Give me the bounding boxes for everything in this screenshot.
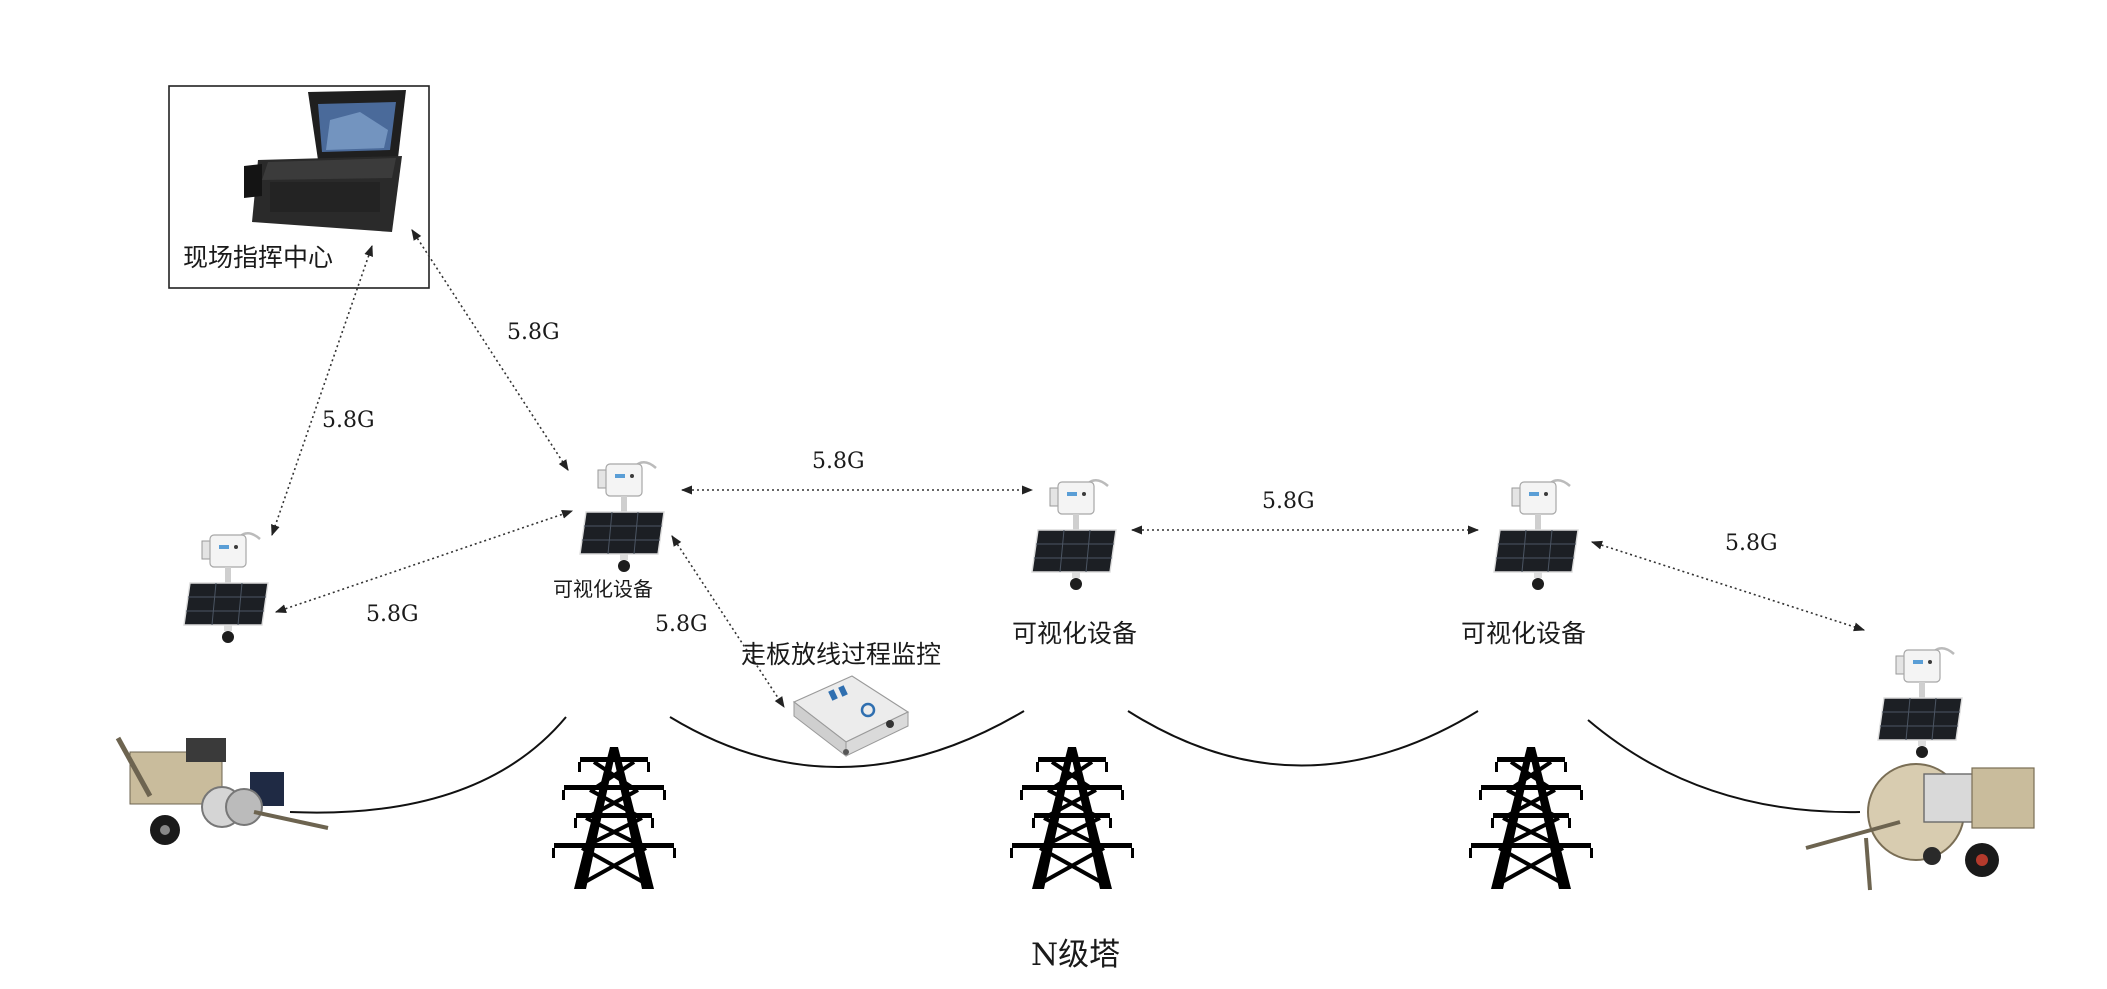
monitor-unit-icon	[792, 675, 910, 758]
command-center-label: 现场指挥中心	[183, 243, 333, 272]
conductor-span	[669, 710, 1025, 768]
conductor-span	[1587, 719, 1861, 814]
link-label: 5.8G	[1725, 531, 1778, 556]
device-label: 可视化设备	[1461, 619, 1586, 648]
tractor-machine-icon	[1805, 763, 2035, 891]
link-center-device2	[411, 229, 569, 471]
link-label: 5.8G	[366, 602, 419, 627]
tension-machine	[115, 736, 329, 845]
transmission-tower	[550, 745, 678, 891]
link-labels: 5.8G 5.8G 5.8G 5.8G 5.8G 5.8G 5.8G	[322, 320, 1778, 637]
visualization-device	[1876, 646, 1964, 760]
visualization-device: 可视化设备	[1012, 478, 1137, 648]
transmission-tower	[1008, 745, 1136, 891]
vis-device-icon	[1492, 478, 1580, 592]
device-label: 可视化设备	[1012, 619, 1137, 648]
visualization-device: 可视化设备	[553, 460, 666, 601]
link-label: 5.8G	[507, 320, 560, 345]
device-label: 可视化设备	[553, 577, 653, 601]
tension-machine-icon	[115, 736, 329, 845]
link-label: 5.8G	[812, 449, 865, 474]
vis-device-icon	[1030, 478, 1118, 592]
command-center: 现场指挥中心	[168, 85, 430, 289]
conductor-span	[289, 716, 567, 814]
board-monitor: 走板放线过程监控	[741, 640, 941, 758]
conductor-lines	[289, 710, 1861, 814]
vis-device-icon	[578, 460, 666, 574]
link-device1-device2	[274, 510, 574, 613]
transmission-tower	[1467, 745, 1595, 891]
link-label: 5.8G	[655, 612, 708, 637]
laptop-case-icon	[244, 90, 406, 232]
link-center-device1	[271, 244, 373, 537]
link-label: 5.8G	[322, 408, 375, 433]
visualization-device	[182, 531, 270, 645]
link-device2-monitor	[671, 535, 785, 708]
board-monitor-label: 走板放线过程监控	[741, 640, 941, 669]
vis-device-icon	[1876, 646, 1964, 760]
wireless-links	[271, 229, 1866, 708]
tower-caption: N级塔	[1031, 937, 1120, 973]
conductor-span	[1127, 710, 1479, 767]
link-label: 5.8G	[1262, 489, 1315, 514]
vis-device-icon	[182, 531, 270, 645]
visualization-device: 可视化设备	[1461, 478, 1586, 648]
tractor-machine	[1805, 763, 2035, 891]
